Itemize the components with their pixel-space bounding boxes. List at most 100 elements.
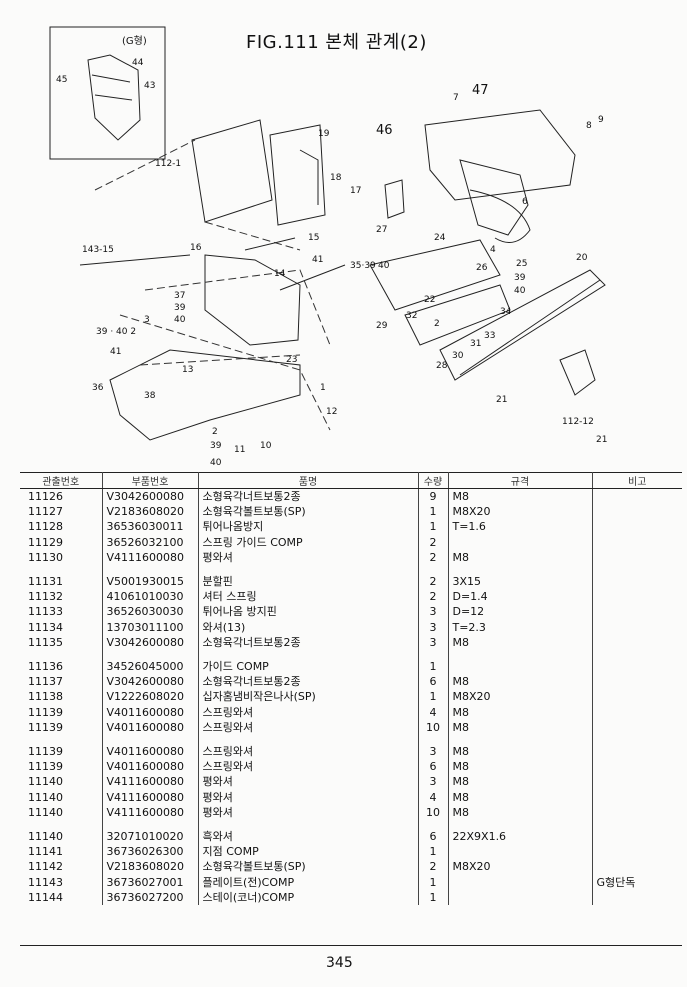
cell-qty: 4 (418, 789, 449, 805)
callout-143-15: 143-15 (82, 245, 114, 255)
cell-name: 십자홈냄비작은나사(SP) (198, 689, 419, 705)
callout-41b: 41 (110, 347, 121, 357)
cell-ref-no: 11128 (20, 519, 103, 535)
cell-ref-no: 11144 (20, 889, 103, 906)
cell-spec: M8 (448, 634, 593, 651)
cell-qty: 3 (418, 604, 449, 620)
table-header-row: 관출번호 부품번호 품명 수량 규격 비고 (20, 472, 682, 489)
cell-ref-no: 11139 (20, 759, 103, 775)
callout-32: 32 (406, 311, 417, 321)
spacer-cell (198, 735, 419, 745)
cell-name: 스테이(코너)COMP (198, 889, 419, 906)
callout-30: 30 (452, 351, 464, 361)
callout-18: 18 (330, 173, 342, 183)
cell-part-no: V3042600080 (102, 488, 199, 505)
cell-qty: 3 (418, 744, 449, 760)
cell-part-no: V4011600080 (102, 704, 199, 720)
cell-note (592, 859, 682, 874)
cell-ref-no: 11132 (20, 589, 103, 605)
left-frame-assembly (204, 254, 301, 346)
callout-29: 29 (376, 321, 388, 331)
cell-qty: 6 (418, 759, 449, 775)
cell-note (592, 604, 682, 619)
cell-spec: 3X15 (448, 574, 593, 590)
cell-ref-no: 11129 (20, 534, 103, 550)
cell-qty: 1 (418, 689, 449, 705)
callout-39b: 39 (174, 303, 186, 313)
cell-spec: M8 (448, 704, 593, 720)
cell-ref-no: 11133 (20, 604, 103, 620)
bracket-17-18 (269, 124, 326, 226)
callout-37: 37 (174, 291, 185, 301)
lower-rail-28 (404, 284, 511, 346)
callout-6: 6 (522, 197, 528, 207)
callout-16: 16 (190, 243, 202, 253)
page-title: FIG.111 본체 관계(2) (246, 32, 427, 53)
callout-28: 28 (436, 361, 448, 371)
cell-note (592, 674, 682, 689)
base-plate-1 (109, 349, 301, 441)
cell-qty: 10 (418, 719, 449, 736)
cell-note (592, 829, 682, 844)
cell-part-no: V4011600080 (102, 719, 199, 736)
table-spacer-row (20, 735, 682, 745)
cell-ref-no: 11140 (20, 774, 103, 790)
callout-labels: 44 43 45 112-1 19 18 17 46 47 7 8 9 6 16… (56, 58, 607, 468)
cell-ref-no: 11135 (20, 634, 103, 651)
cell-spec: M8 (448, 488, 593, 505)
cell-note (592, 705, 682, 720)
cell-qty: 4 (418, 704, 449, 720)
cell-spec: M8 (448, 674, 593, 690)
cell-spec (448, 659, 593, 675)
callout-36: 36 (92, 383, 104, 393)
spacer-cell (102, 565, 199, 575)
header-qty: 수량 (418, 472, 449, 489)
cell-name: 소형육각볼트보통(SP) (198, 504, 419, 520)
cell-part-no: V4111600080 (102, 549, 199, 566)
cell-part-no: V4111600080 (102, 789, 199, 805)
cell-spec (448, 534, 593, 550)
cell-name: 스프링 가이드 COMP (198, 534, 419, 550)
cell-part-no: 36736027001 (102, 874, 199, 890)
callout-22: 22 (424, 295, 435, 305)
center-rail-22 (369, 239, 501, 311)
callout-45: 45 (56, 75, 67, 85)
main-frame-top (424, 109, 576, 201)
cell-note (592, 805, 682, 820)
cell-spec: D=1.4 (448, 589, 593, 605)
cell-spec: M8 (448, 719, 593, 736)
callout-19: 19 (318, 129, 330, 139)
page-number: 345 (326, 955, 353, 971)
callout-40b: 40 (514, 286, 526, 296)
cell-spec: M8 (448, 549, 593, 566)
cell-ref-no: 11137 (20, 674, 103, 690)
callout-39: 39 (514, 273, 526, 283)
cell-part-no: V3042600080 (102, 634, 199, 651)
cell-note (592, 489, 682, 505)
cell-name: 가이드 COMP (198, 659, 419, 675)
callout-17: 17 (350, 186, 361, 196)
cell-note (592, 504, 682, 519)
cell-name: 지점 COMP (198, 844, 419, 860)
cell-spec: M8X20 (448, 859, 593, 875)
callout-31: 31 (470, 339, 481, 349)
callout-15: 15 (308, 233, 319, 243)
cell-name: 소형육각너트보통2종 (198, 634, 419, 651)
cell-name: 튀어나옴방지 (198, 519, 419, 535)
cell-ref-no: 11136 (20, 659, 103, 675)
table-spacer-row (20, 650, 682, 660)
callout-4: 4 (490, 245, 496, 255)
cell-spec: M8 (448, 789, 593, 805)
callout-20: 20 (576, 253, 588, 263)
header-ref-no: 관출번호 (20, 472, 103, 489)
cell-ref-no: 11139 (20, 704, 103, 720)
inset-label: (G형) (122, 36, 147, 47)
